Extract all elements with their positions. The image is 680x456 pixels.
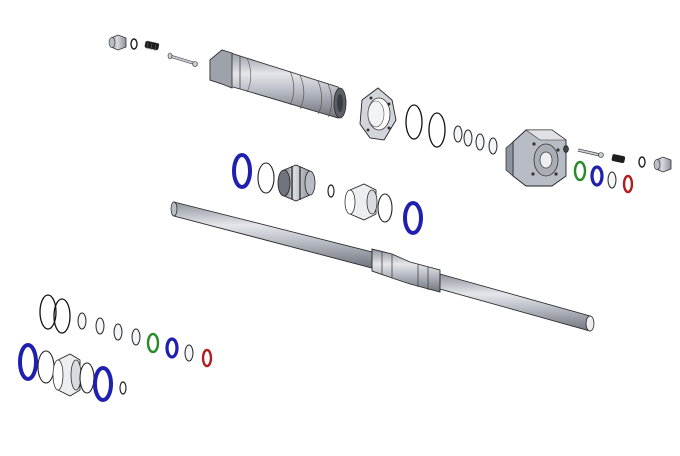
small-o-ring-right — [638, 156, 646, 168]
set-screw-left — [144, 40, 160, 52]
backup-rings-lower — [77, 312, 141, 346]
small-o-ring-lower — [119, 381, 127, 395]
seal-blue-lower-left — [18, 343, 38, 381]
seal-blue-middle-left — [232, 153, 252, 189]
piston — [277, 164, 316, 202]
small-washer-right — [563, 145, 569, 153]
piston-rod — [170, 201, 595, 332]
seal-blue-lower-small — [165, 337, 179, 359]
flange-ring — [359, 87, 397, 141]
seal-red-right — [622, 174, 634, 194]
seal-green-lower — [146, 332, 160, 354]
seal-blue-lower-right — [93, 366, 113, 402]
pin-left — [167, 52, 198, 67]
backup-ring-lower-small — [184, 344, 194, 362]
seal-blue-middle-right — [403, 201, 423, 235]
o-ring-lower-1 — [39, 294, 57, 330]
fitting-nut-right — [653, 156, 672, 173]
bushing-lower — [52, 353, 82, 397]
bushing-middle — [344, 183, 378, 221]
backup-ring-middle — [257, 162, 275, 194]
small-o-ring-middle — [327, 184, 335, 198]
seal-green-right — [573, 160, 587, 182]
backup-ring-lower-left — [37, 350, 55, 384]
o-ring-upper-1 — [405, 104, 423, 140]
pin-right — [577, 148, 604, 158]
o-ring-upper-2 — [428, 112, 446, 148]
small-o-ring-left — [130, 38, 138, 50]
backup-ring-middle-2 — [377, 193, 393, 223]
backup-ring-right — [607, 171, 617, 189]
end-cap — [505, 129, 567, 187]
backup-ring-lower-right — [79, 362, 95, 394]
o-ring-lower-2 — [53, 298, 71, 334]
cylinder-barrel — [209, 49, 347, 119]
seal-red-lower — [201, 348, 213, 368]
backup-rings-upper — [453, 125, 498, 155]
fitting-nut-left — [108, 34, 127, 51]
set-screw-right — [611, 154, 626, 163]
seal-blue-right — [590, 165, 604, 187]
